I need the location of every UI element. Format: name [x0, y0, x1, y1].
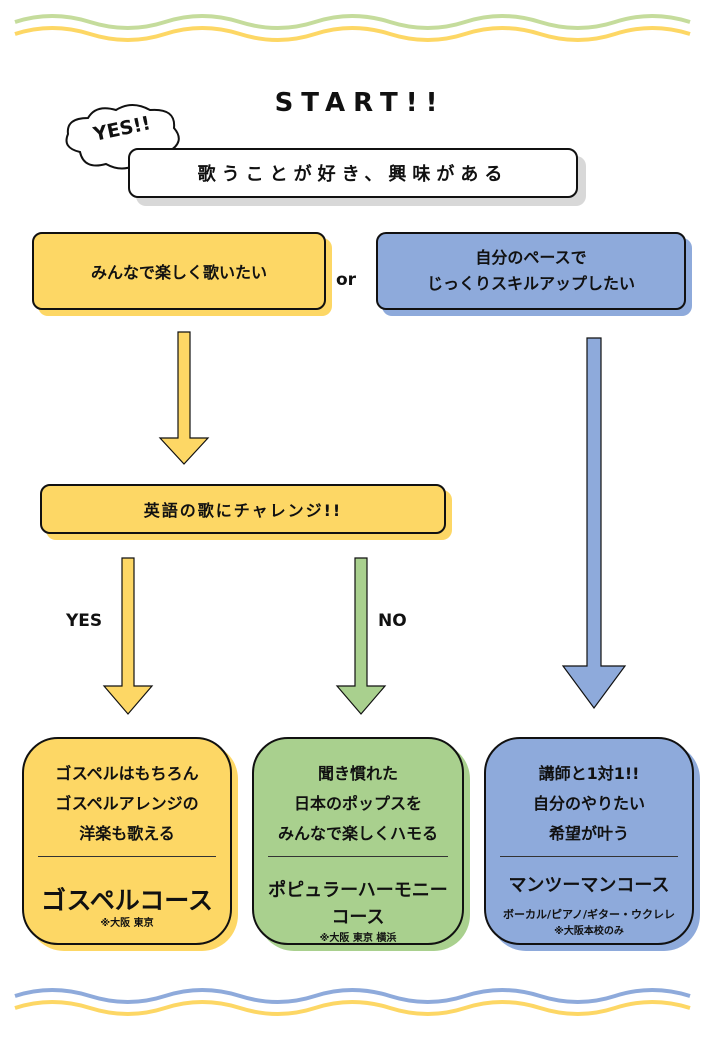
course-location-note: ※大阪 東京 — [100, 918, 154, 929]
question-english-songs: 英語の歌にチャレンジ!! — [40, 484, 446, 534]
course-description: 講師と1対1!! 自分のやりたい 希望が叶う — [486, 759, 692, 849]
option-sing-together: みんなで楽しく歌いたい — [32, 232, 326, 310]
course-desc-line: 希望が叶う — [548, 824, 629, 843]
course-desc-line: みんなで楽しくハモる — [277, 824, 438, 843]
arrow-down-yellow-yes — [102, 557, 154, 715]
course-name-line: ポピュラーハーモニー — [268, 880, 448, 901]
course-desc-line: 自分のやりたい — [532, 794, 645, 813]
divider — [500, 856, 678, 857]
course-desc-line: 聞き慣れた — [317, 764, 398, 783]
question-likes-singing: 歌うことが好き、興味がある — [128, 148, 578, 198]
course-card-private: 講師と1対1!! 自分のやりたい 希望が叶う マンツーマンコース ボーカル/ピア… — [484, 737, 694, 945]
option-own-pace-line2: じっくりスキルアップしたい — [426, 274, 635, 293]
arrow-down-blue — [561, 337, 627, 710]
course-location-note: ※大阪本校のみ — [554, 926, 624, 937]
divider — [268, 856, 448, 857]
arrow-down-green-no — [335, 557, 387, 715]
divider — [38, 856, 216, 857]
arrow-down-yellow-1 — [158, 331, 210, 465]
option-own-pace: 自分のペースで じっくりスキルアップしたい — [376, 232, 686, 310]
bottom-wave-decoration — [14, 988, 691, 1016]
course-card-pop-harmony: 聞き慣れた 日本のポップスを みんなで楽しくハモる ポピュラーハーモニー コース… — [252, 737, 464, 945]
course-desc-line: ゴスペルアレンジの — [55, 794, 199, 813]
course-description: 聞き慣れた 日本のポップスを みんなで楽しくハモる — [254, 759, 462, 849]
course-name-line: コース — [331, 907, 385, 928]
course-instrument-list: ボーカル/ピアノ/ギター・ウクレレ — [502, 908, 676, 921]
branch-no-label: NO — [378, 611, 407, 631]
start-title: START!! — [274, 88, 446, 118]
course-desc-line: ゴスペルはもちろん — [55, 764, 199, 783]
or-connector: or — [336, 270, 357, 290]
course-desc-line: 講師と1対1!! — [538, 764, 640, 783]
course-desc-line: 洋楽も歌える — [79, 824, 175, 843]
course-desc-line: 日本のポップスを — [293, 794, 422, 813]
option-own-pace-line1: 自分のペースで — [475, 248, 587, 268]
course-card-gospel: ゴスペルはもちろん ゴスペルアレンジの 洋楽も歌える ゴスペルコース ※大阪 東… — [22, 737, 232, 945]
course-name: ポピュラーハーモニー コース — [254, 877, 462, 931]
top-wave-decoration — [14, 14, 691, 42]
course-location-note: ※大阪 東京 横浜 — [319, 933, 397, 944]
course-name: マンツーマンコース — [508, 875, 670, 896]
course-name: ゴスペルコース — [40, 886, 213, 915]
course-description: ゴスペルはもちろん ゴスペルアレンジの 洋楽も歌える — [24, 759, 230, 849]
branch-yes-label: YES — [66, 611, 103, 631]
